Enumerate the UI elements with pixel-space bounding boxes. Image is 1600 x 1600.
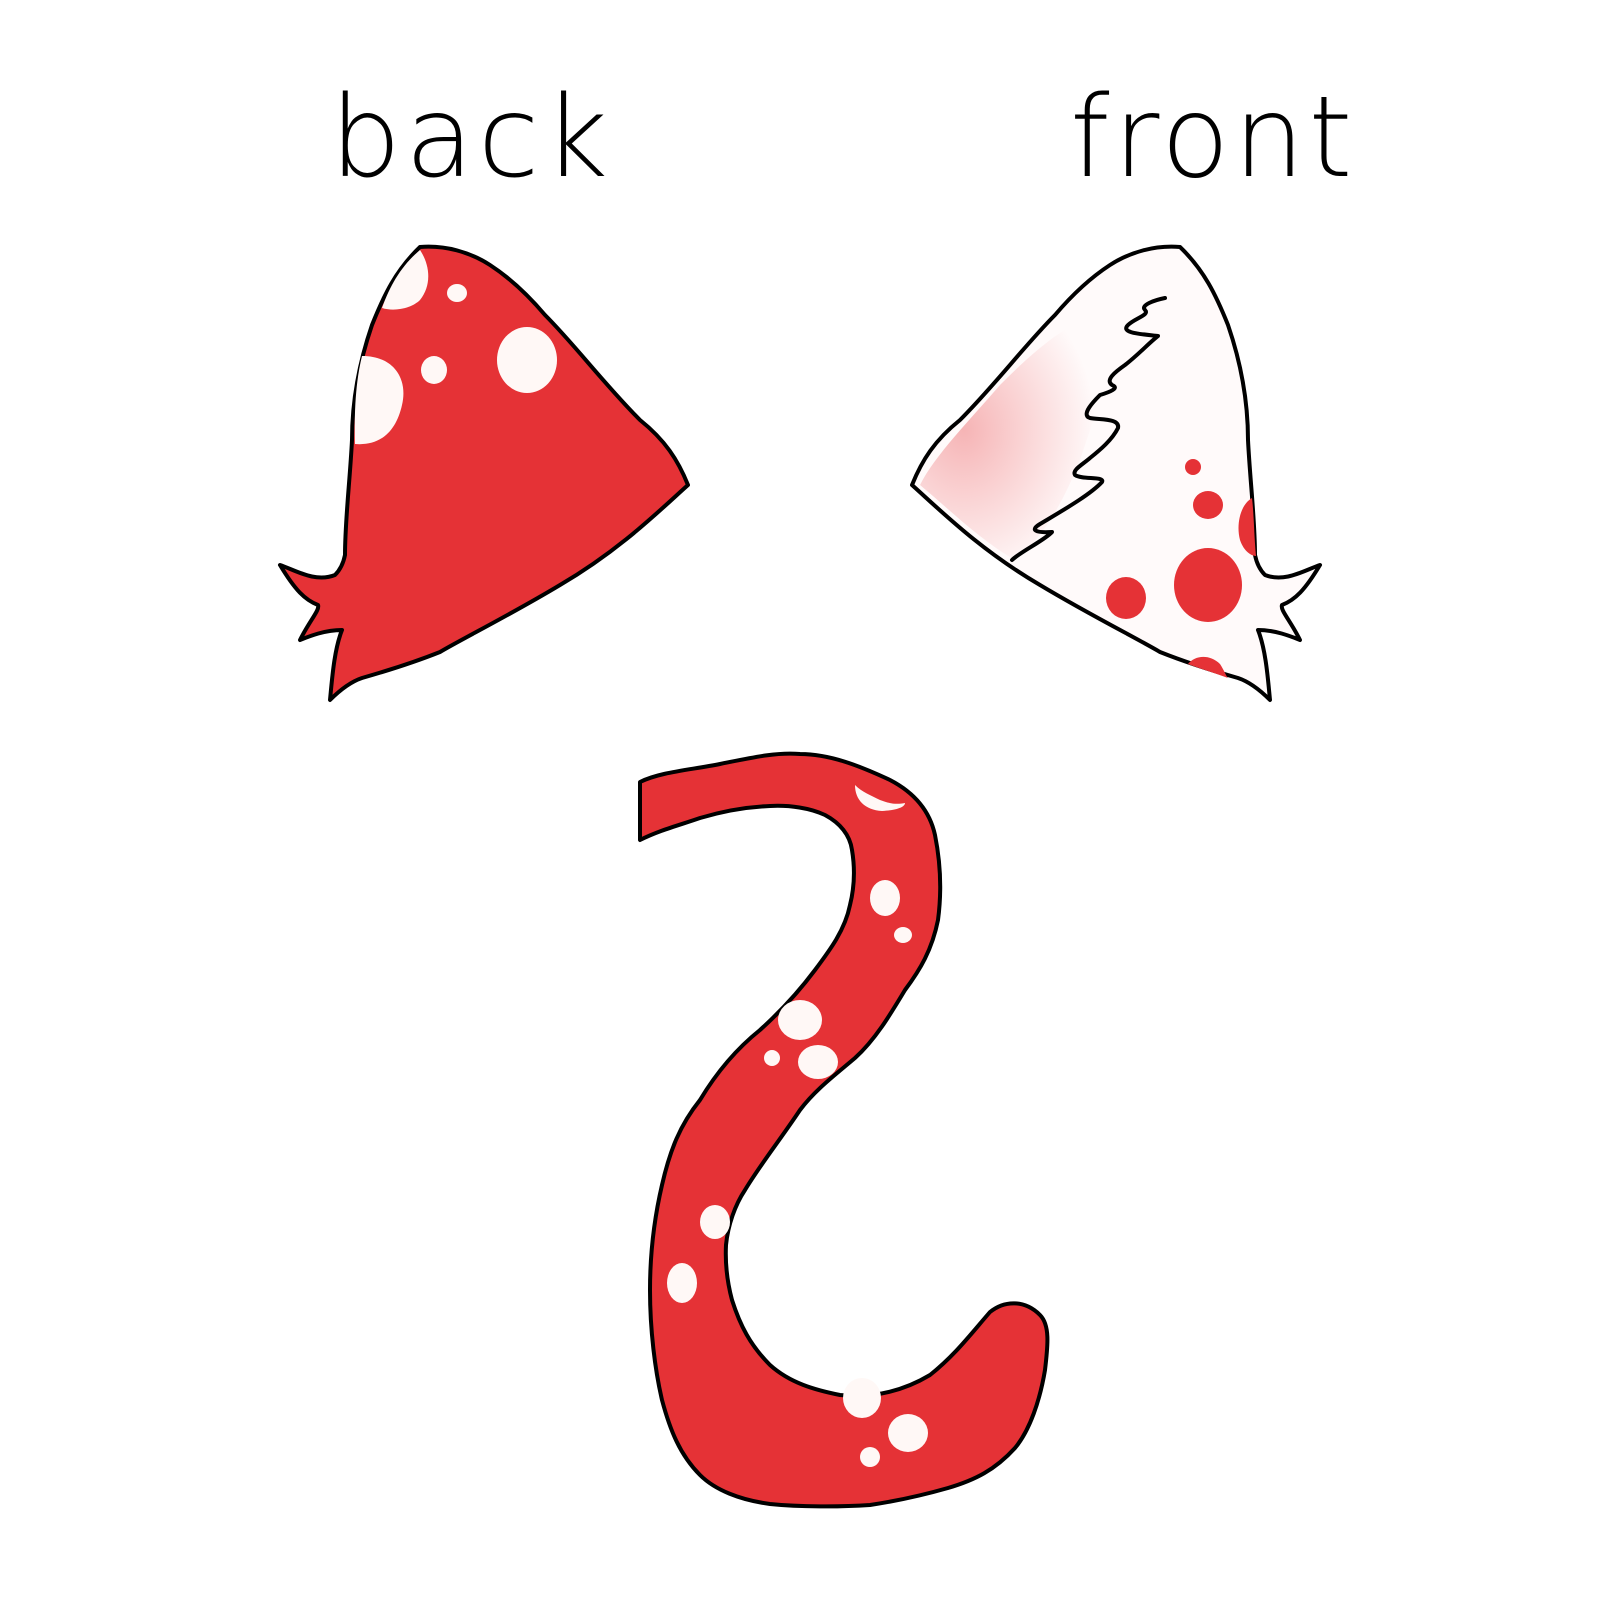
tail-spot (700, 1205, 730, 1239)
tail-spot (843, 1378, 881, 1418)
front-ear-spot (1185, 459, 1201, 475)
back-ear-spot (497, 327, 557, 393)
tail-spot (778, 1000, 822, 1040)
front-ear-fur-line (1010, 296, 1167, 562)
back-label: back (330, 73, 613, 203)
tail-tip-spot (855, 785, 905, 811)
tail-spot (894, 927, 912, 943)
tail-spot (860, 1447, 880, 1467)
back-ear-edge-spot (354, 356, 404, 445)
back-ear-tip-spot (382, 250, 429, 310)
front-ear-spot (1106, 577, 1146, 619)
front-label: front (1070, 73, 1357, 203)
tail-spot (888, 1414, 928, 1452)
back-ear-spot (447, 284, 467, 302)
front-ear-spot (1174, 548, 1242, 622)
front-ear-edge-spot (1188, 656, 1228, 678)
tail-spot (798, 1045, 838, 1079)
tail-spot (764, 1050, 780, 1066)
front-ear-edge-spot (1238, 498, 1256, 556)
back-ear-spot (421, 356, 447, 384)
front-ear-spot (1193, 491, 1223, 519)
front-ear (910, 244, 1322, 702)
tail-shape (638, 751, 1050, 1509)
tail-spot (870, 880, 900, 916)
tail (638, 751, 1050, 1509)
tail-spot (667, 1263, 697, 1303)
front-ear-blush (920, 300, 1140, 560)
back-ear (278, 244, 690, 702)
back-ear-shape (278, 244, 690, 702)
